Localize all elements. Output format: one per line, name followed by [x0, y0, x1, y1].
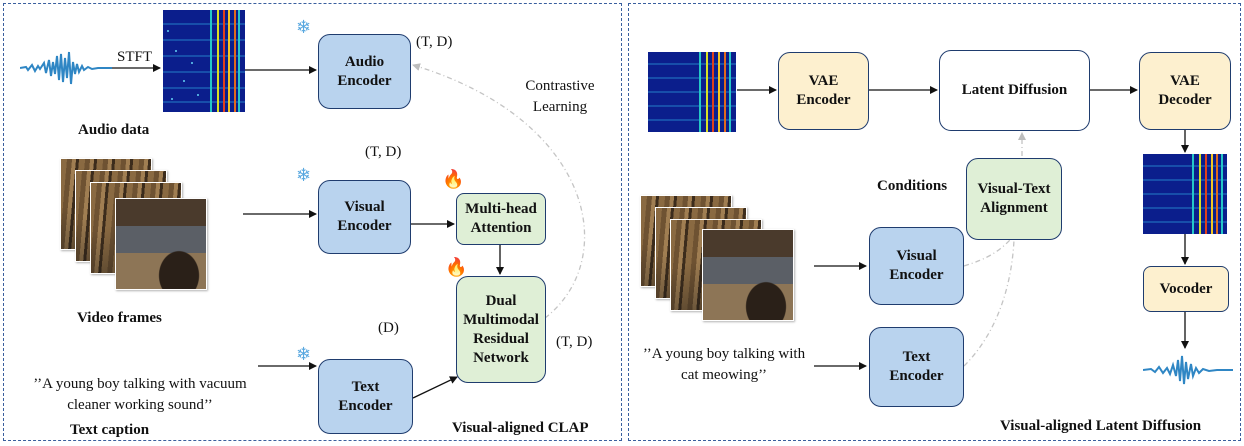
align-from-text: [963, 239, 1015, 367]
vocoder-box: Vocoder: [1143, 266, 1229, 312]
video-frames-label: Video frames: [77, 310, 162, 326]
left-caption-text: ’’A young boy talking with vacuum cleane…: [33, 376, 247, 413]
visual-text-alignment-box: Visual-Text Alignment: [966, 158, 1062, 240]
visual-encoder-box: Visual Encoder: [318, 180, 411, 254]
left-panel-title: Visual-aligned CLAP: [452, 420, 589, 436]
vae-encoder-box: VAE Encoder: [778, 52, 869, 130]
video-frames-stack-right: [640, 195, 800, 325]
dim-dual-label: (T, D): [556, 334, 593, 350]
fire-icon: 🔥: [445, 257, 468, 277]
audio-encoder-box: Audio Encoder: [318, 34, 411, 109]
right-panel-title: Visual-aligned Latent Diffusion: [1000, 418, 1202, 434]
output-spectrogram: [1143, 154, 1227, 234]
dual-multimodal-residual-network-box: Dual Multimodal Residual Network: [456, 276, 546, 383]
right-panel: [628, 3, 1241, 441]
conditions-label: Conditions: [877, 178, 948, 194]
text-caption-label: Text caption: [70, 422, 150, 438]
dim-text-label: (D): [378, 320, 399, 336]
audio-spectrogram: [163, 10, 245, 112]
multihead-attention-box: Multi-head Attention: [456, 193, 546, 245]
align-from-visual: [963, 239, 1011, 267]
vae-decoder-box: VAE Decoder: [1139, 52, 1231, 130]
audio-waveform: [20, 51, 112, 85]
text-encoder-box-right: Text Encoder: [869, 327, 964, 407]
left-panel: [3, 3, 622, 441]
fire-icon: 🔥: [442, 169, 465, 189]
contrastive-learning-label: Contrastive Learning: [525, 78, 595, 115]
text-encoder-box: Text Encoder: [318, 359, 413, 434]
contrastive-arc: [412, 63, 586, 326]
arrow-text-encoder-to-dual: [412, 376, 458, 399]
stft-label: STFT: [117, 49, 153, 65]
audio-data-label: Audio data: [78, 122, 150, 138]
right-caption-text: ’’A young boy talking with cat meowing’’: [642, 346, 806, 383]
dim-visual-label: (T, D): [365, 144, 402, 160]
latent-diffusion-box: Latent Diffusion: [939, 50, 1090, 131]
snowflake-icon: ❄: [296, 344, 312, 364]
snowflake-icon: ❄: [296, 165, 312, 185]
dim-audio-label: (T, D): [416, 34, 453, 50]
input-spectrogram: [648, 52, 736, 132]
video-frames-stack: [60, 158, 210, 290]
snowflake-icon: ❄: [296, 17, 312, 37]
output-waveform: [1143, 355, 1233, 385]
visual-encoder-box-right: Visual Encoder: [869, 227, 964, 305]
